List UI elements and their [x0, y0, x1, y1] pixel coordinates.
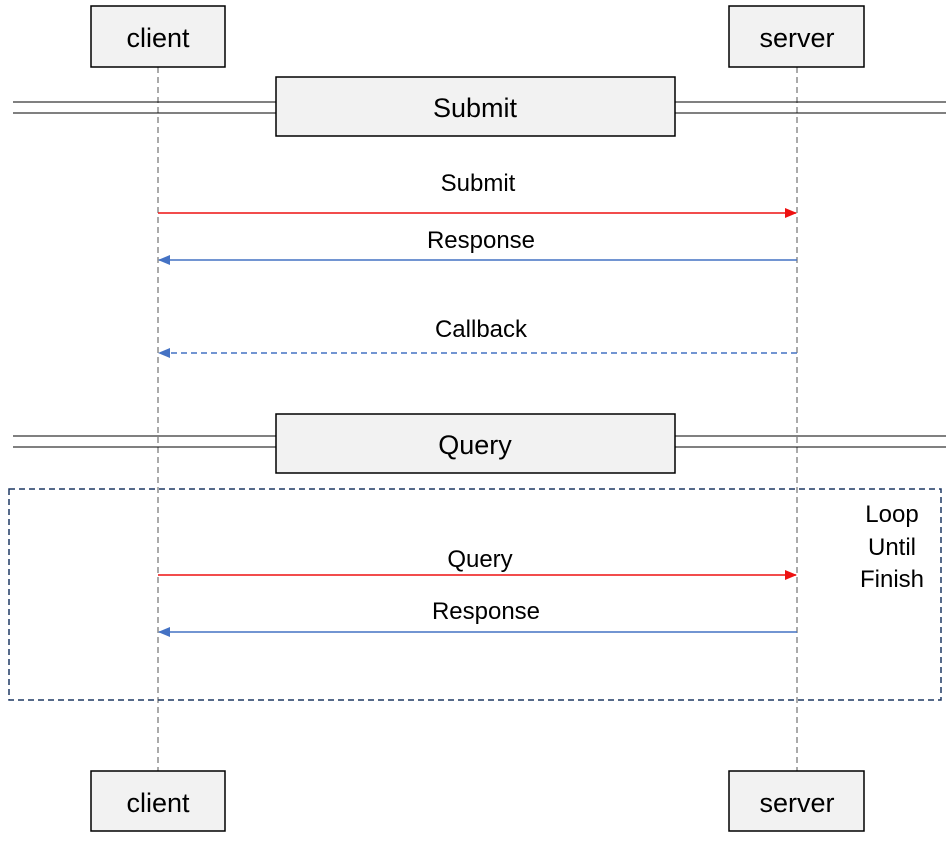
client-label-top: client — [126, 23, 190, 53]
server-label-top: server — [759, 23, 834, 53]
query-response-label: Response — [432, 598, 540, 625]
submit-section-label: Submit — [433, 93, 518, 123]
client-participant-bottom: client — [90, 770, 226, 832]
client-label-bottom: client — [126, 788, 190, 818]
server-label-bottom: server — [759, 788, 834, 818]
query-section-box — [275, 413, 676, 474]
loop-frame — [8, 488, 942, 701]
loop-label-line1: Loop — [865, 501, 918, 528]
submit-section-box — [275, 76, 676, 137]
server-participant-bottom: server — [728, 770, 865, 832]
server-participant-top: server — [728, 5, 865, 68]
query-request-label: Query — [447, 546, 512, 573]
loop-label-line2: Until — [868, 534, 916, 561]
submit-response-label: Response — [427, 227, 535, 254]
loop-label-line3: Finish — [860, 566, 924, 593]
submit-request-label: Submit — [441, 170, 516, 197]
client-participant-top: client — [90, 5, 226, 68]
submit-section-divider: Submit — [13, 76, 946, 137]
query-section-divider: Query — [13, 413, 946, 474]
query-section-label: Query — [438, 430, 512, 460]
callback-label: Callback — [435, 316, 528, 343]
